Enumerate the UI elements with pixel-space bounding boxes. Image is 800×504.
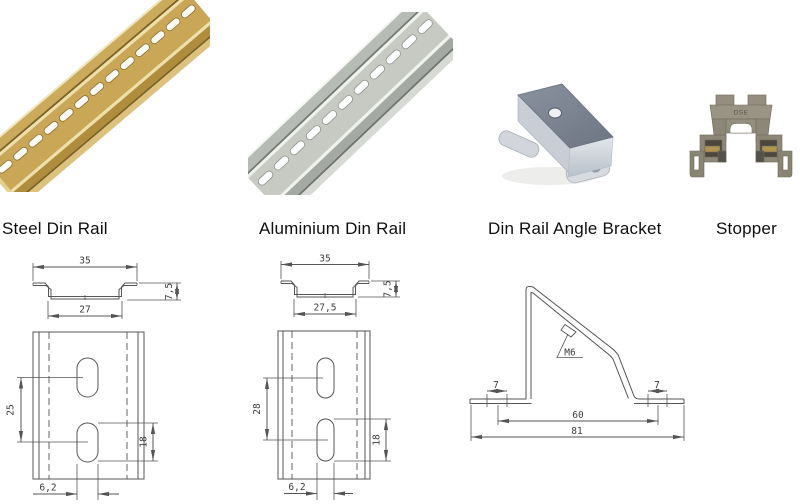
stopper-arch-opening — [729, 123, 753, 134]
bracket-dim-hole-span-text: 60 — [572, 410, 584, 421]
bracket-thread-size-text: M6 — [564, 348, 576, 359]
angle-bracket-drawing: M6 7 7 60 81 — [469, 285, 685, 441]
steel-slot-2 — [76, 422, 99, 463]
steel-dim-slot-width: 6,2 — [33, 464, 119, 500]
stopper-right-insert — [761, 145, 778, 153]
steel-dim-base-width: 27 — [47, 301, 123, 319]
alu-dim-slot-length: 18 — [334, 418, 391, 462]
alu-top-view — [277, 330, 371, 480]
bracket-profile — [469, 285, 685, 407]
steel-dim-slot-width-text: 6,2 — [39, 483, 56, 494]
bracket-dim-overall-width: 81 — [470, 405, 685, 441]
bracket-dim-overall-width-text: 81 — [571, 426, 583, 437]
bracket-top-face — [517, 83, 614, 149]
label-steel-din-rail: Steel Din Rail — [2, 219, 108, 238]
stopper-photo: DSE — [689, 94, 793, 178]
aluminium-din-rail-photo — [248, 12, 453, 195]
steel-dim-slot-length: 18 — [98, 422, 158, 462]
bracket-dim-left-offset-text: 7 — [493, 380, 499, 391]
bracket-dim-right-offset-text: 7 — [654, 380, 660, 391]
label-aluminium-din-rail: Aluminium Din Rail — [259, 219, 407, 238]
steel-dim-overall-width-text: 35 — [79, 256, 90, 267]
bracket-left-foot — [498, 130, 540, 158]
stopper-body — [689, 94, 793, 178]
alu-dim-base-width-text: 27,5 — [314, 303, 337, 314]
bracket-dim-left-offset: 7 — [487, 380, 507, 394]
bracket-top-hole — [548, 107, 562, 119]
steel-top-view — [32, 331, 145, 480]
alu-dim-slot-length-text: 18 — [372, 434, 383, 446]
steel-rail-body — [0, 0, 210, 192]
steel-dim-base-width-text: 27 — [79, 305, 90, 316]
steel-dim-overall-width: 35 — [32, 256, 138, 281]
steel-dim-slot-spacing-text: 25 — [6, 404, 17, 415]
bracket-dim-hole-span: 60 — [497, 405, 659, 425]
alu-dim-overall-width-text: 35 — [319, 254, 330, 265]
alu-dim-height: 7,5 — [358, 280, 400, 298]
aluminium-rail-body — [248, 12, 453, 195]
bracket-thread-callout: M6 — [556, 323, 583, 359]
label-din-rail-angle-bracket: Din Rail Angle Bracket — [488, 219, 662, 238]
alu-dim-slot-width: 6,2 — [284, 463, 353, 500]
alu-dim-slot-spacing-text: 28 — [252, 403, 263, 415]
aluminium-rail-drawing: 35 27,5 7,5 28 18 — [252, 254, 400, 500]
alu-dim-base-width: 27,5 — [293, 299, 357, 317]
stopper-marking-text: DSE — [734, 110, 749, 117]
aluminium-rail-slots — [257, 19, 433, 186]
alu-dim-slot-spacing: 28 — [252, 377, 328, 441]
alu-dim-overall-width: 35 — [280, 254, 370, 279]
steel-rail-drawing: 35 27 7,5 25 — [6, 256, 181, 500]
stopper-left-insert — [704, 145, 721, 153]
stopper-right-ear — [747, 94, 767, 107]
steel-rail-slots — [0, 4, 196, 174]
angle-bracket-photo — [498, 83, 614, 185]
steel-dim-height-text: 7,5 — [164, 283, 175, 300]
alu-dim-slot-width-text: 6,2 — [288, 482, 305, 493]
label-stopper: Stopper — [716, 219, 777, 238]
steel-profile-section — [32, 282, 138, 300]
stopper-left-ear — [715, 94, 735, 107]
bracket-dim-right-offset: 7 — [648, 380, 667, 394]
steel-din-rail-photo — [0, 0, 210, 192]
steel-dim-height: 7,5 — [127, 282, 181, 301]
alu-profile-section — [280, 280, 370, 298]
alu-dim-height-text: 7,5 — [383, 280, 394, 297]
steel-dim-slot-length-text: 18 — [139, 436, 150, 448]
steel-dim-slot-spacing: 25 — [6, 377, 88, 443]
